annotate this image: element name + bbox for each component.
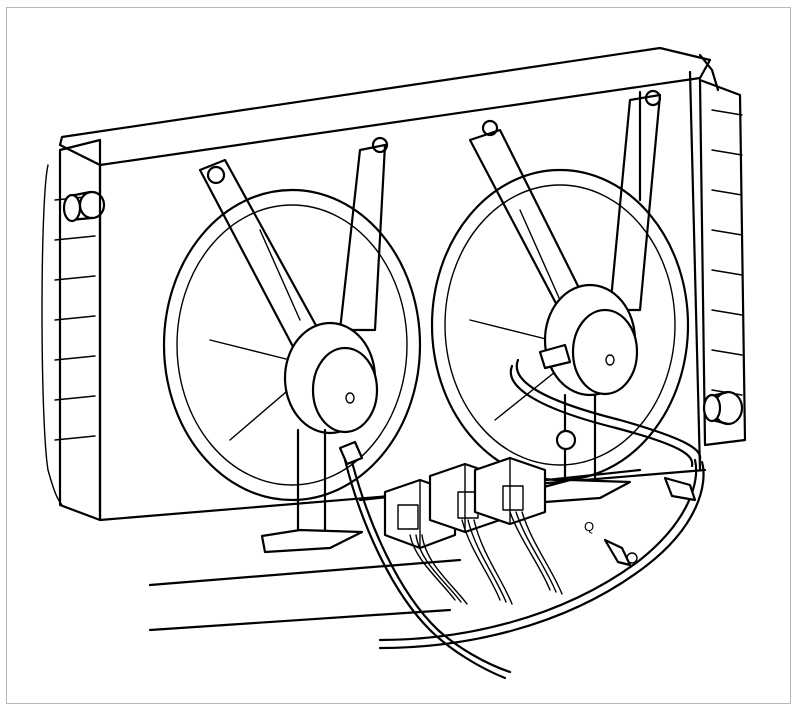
harness-clip-right <box>663 476 697 502</box>
radiator-right-cap <box>702 390 744 426</box>
right-fan <box>430 93 690 504</box>
left-fan <box>162 143 422 554</box>
left-fan-connector <box>338 440 364 466</box>
relay-connector-3 <box>473 456 547 526</box>
radiator-left-cap <box>62 190 106 223</box>
relay-wire-bundle <box>409 511 563 605</box>
fan-shroud <box>58 46 720 522</box>
right-fan-connector <box>538 343 572 370</box>
radiator-right-tank <box>698 78 747 447</box>
harness-clip-q <box>603 538 638 567</box>
fan-motor-harness <box>343 358 705 680</box>
callout-label-q: Q <box>584 519 594 534</box>
